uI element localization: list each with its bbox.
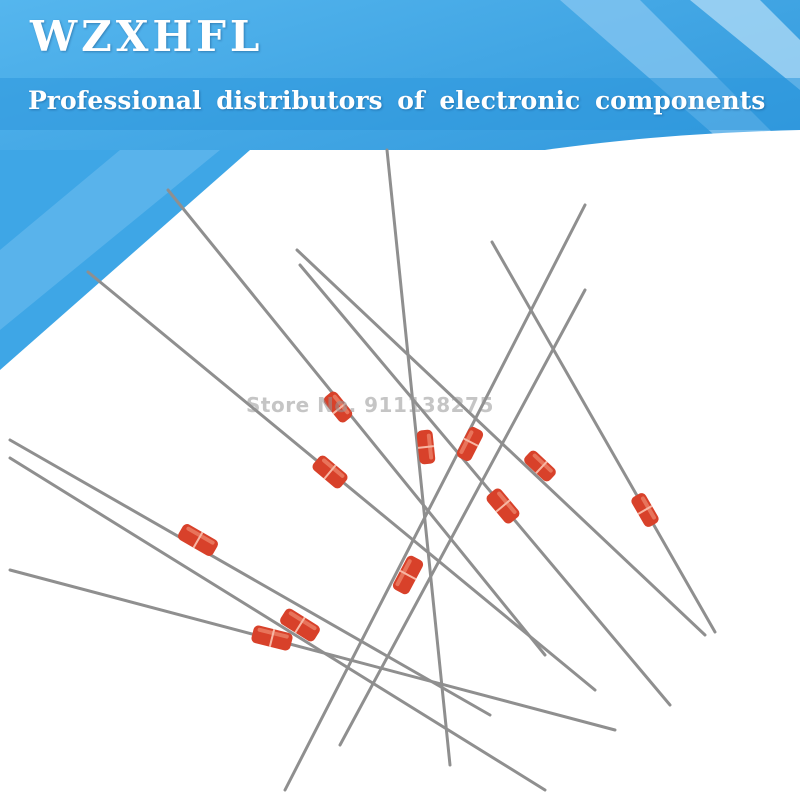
component-body — [280, 608, 320, 642]
component-leads — [8, 148, 717, 792]
component-body — [416, 429, 436, 465]
banner-tagline: Professional distributors of electronic … — [28, 86, 766, 115]
component-body — [178, 524, 218, 556]
component-body — [392, 555, 424, 595]
store-watermark: Store No. 911138275 — [246, 393, 494, 417]
component-body — [631, 493, 659, 527]
component-body — [251, 625, 293, 651]
brand-logo-text: WZXHFL — [30, 12, 264, 61]
component-body — [524, 450, 556, 482]
component-body — [323, 391, 353, 423]
component-bodies — [178, 391, 659, 651]
component-body — [312, 455, 348, 489]
component-body — [486, 488, 520, 524]
component-body — [456, 426, 484, 462]
